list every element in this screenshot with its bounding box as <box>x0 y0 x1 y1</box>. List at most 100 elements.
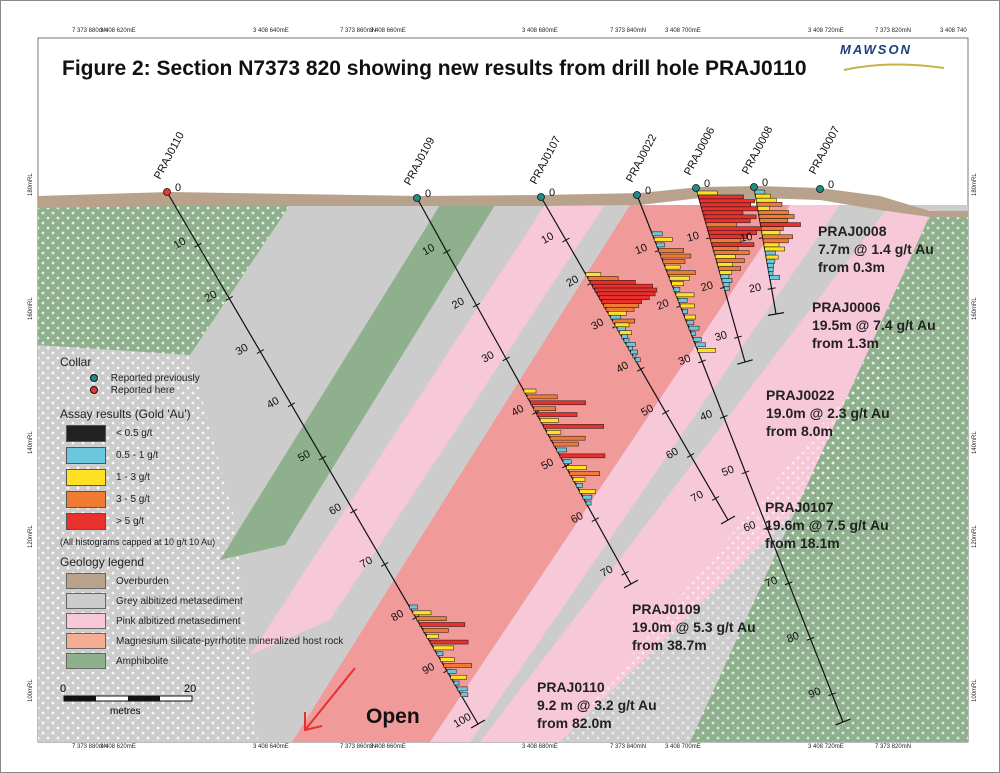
depth-label: 10 <box>172 235 189 252</box>
assay-bar <box>702 210 744 216</box>
assay-legend-label: 0.5 - 1 g/t <box>116 450 159 462</box>
assay-bar <box>546 430 562 435</box>
assay-bar <box>610 314 621 320</box>
assay-bar <box>572 477 586 482</box>
depth-tick <box>502 356 510 362</box>
assay-bar <box>765 254 779 260</box>
depth-label: 20 <box>203 288 220 305</box>
depth-tick <box>806 636 815 641</box>
assay-bar <box>614 322 630 328</box>
geology-swatch <box>66 573 106 589</box>
result-interval: 19.0m @ 2.3 g/t Au <box>766 405 890 421</box>
assay-bar <box>767 262 774 268</box>
depth-tick <box>380 561 389 567</box>
result-interval: 7.7m @ 1.4 g/t Au <box>818 241 934 257</box>
open-label: Open <box>366 705 420 728</box>
assay-bar <box>549 435 586 441</box>
result-hole: PRAJ0109 <box>632 601 701 617</box>
assay-bar <box>768 267 774 272</box>
assay-bar <box>688 325 700 331</box>
depth-label: 40 <box>614 359 631 376</box>
depth-label: 70 <box>689 489 706 506</box>
assay-bar <box>556 447 567 453</box>
geology-legend-label: Magnesium silicate-pyrrhotite mineralize… <box>116 635 344 647</box>
grid-label-top: 3 408 620mE <box>100 28 136 34</box>
grid-label-bottom: 7 373 880mN <box>72 744 109 750</box>
assay-bar <box>619 330 632 335</box>
grid-label-rl-left: 160mRL <box>28 297 34 320</box>
assay-bar <box>585 500 592 506</box>
depth-label: 0 <box>704 178 710 190</box>
result-interval: 19.0m @ 5.3 g/t Au <box>632 619 756 635</box>
assay-bar <box>756 202 783 207</box>
assay-bar <box>717 262 733 267</box>
assay-bar <box>658 248 684 253</box>
assay-bar <box>697 190 718 196</box>
assay-bar <box>760 222 801 227</box>
assay-bar <box>757 206 770 211</box>
depth-label: 20 <box>748 282 762 296</box>
assay-bar <box>605 307 635 312</box>
depth-label: 40 <box>265 395 282 412</box>
assay-bar <box>718 266 741 271</box>
depth-tick <box>225 295 233 301</box>
assay-bar <box>680 303 695 309</box>
assay-bar <box>684 314 696 320</box>
assay-bar <box>766 258 776 264</box>
depth-label: 70 <box>764 574 780 590</box>
depth-label: 30 <box>480 349 497 365</box>
depth-tick <box>711 496 720 501</box>
result-hole: PRAJ0107 <box>765 499 834 515</box>
grid-label-rl-left: 140mRL <box>28 431 34 454</box>
depth-label: 60 <box>664 445 681 462</box>
result-from: from 18.1m <box>765 535 840 551</box>
depth-label: 0 <box>828 179 834 191</box>
collar-previous-label: Reported previously <box>110 373 200 384</box>
depth-tick <box>828 692 837 697</box>
assay-bar <box>695 342 706 348</box>
depth-label: 10 <box>633 242 649 258</box>
grid-label-top: 3 408 660mE <box>370 28 406 34</box>
depth-tick <box>194 242 202 248</box>
depth-tick <box>686 452 695 458</box>
assay-bar <box>682 309 688 314</box>
assay-bar <box>722 282 730 287</box>
assay-bar <box>763 238 789 244</box>
assay-bar <box>686 320 695 325</box>
depth-tick <box>784 581 793 586</box>
geology-legend-label: Overburden <box>116 575 169 587</box>
logo-text: MAWSON <box>840 42 912 57</box>
assay-bar <box>656 242 665 248</box>
depth-tick <box>719 414 728 419</box>
assay-legend-item: 1 - 3 g/t <box>66 469 150 486</box>
collar-marker <box>816 185 824 193</box>
open-arrow-icon <box>304 667 356 732</box>
grid-label-bottom: 3 408 660mE <box>370 744 406 750</box>
grid-label-bottom: 7 373 860mN <box>340 744 377 750</box>
depth-tick <box>591 517 600 523</box>
scale-bar-graphic <box>63 695 193 702</box>
grid-label-rl-left: 120mRL <box>28 525 34 548</box>
assay-bar <box>530 400 586 406</box>
assay-bar <box>587 276 619 281</box>
assay-legend-item: > 5 g/t <box>66 513 144 530</box>
assay-bar <box>576 483 583 488</box>
grid-label-rl-left: 180mRL <box>28 173 34 196</box>
assay-bar <box>664 264 681 270</box>
depth-label: 80 <box>785 630 801 646</box>
grid-label-rl-right: 160mRL <box>972 297 978 320</box>
assay-bar <box>632 353 637 359</box>
geology-legend-label: Grey albitized metasediment <box>116 595 243 607</box>
hole-end-marker <box>768 312 784 316</box>
collar-legend: Collar Reported previously Reported here <box>60 355 200 396</box>
assay-bar <box>543 424 604 429</box>
collar-here-label: Reported here <box>110 385 175 396</box>
result-interval: 9.2 m @ 3.2 g/t Au <box>537 697 657 713</box>
hole-end-marker <box>737 359 753 365</box>
pink-metasediment-inner <box>430 205 840 742</box>
